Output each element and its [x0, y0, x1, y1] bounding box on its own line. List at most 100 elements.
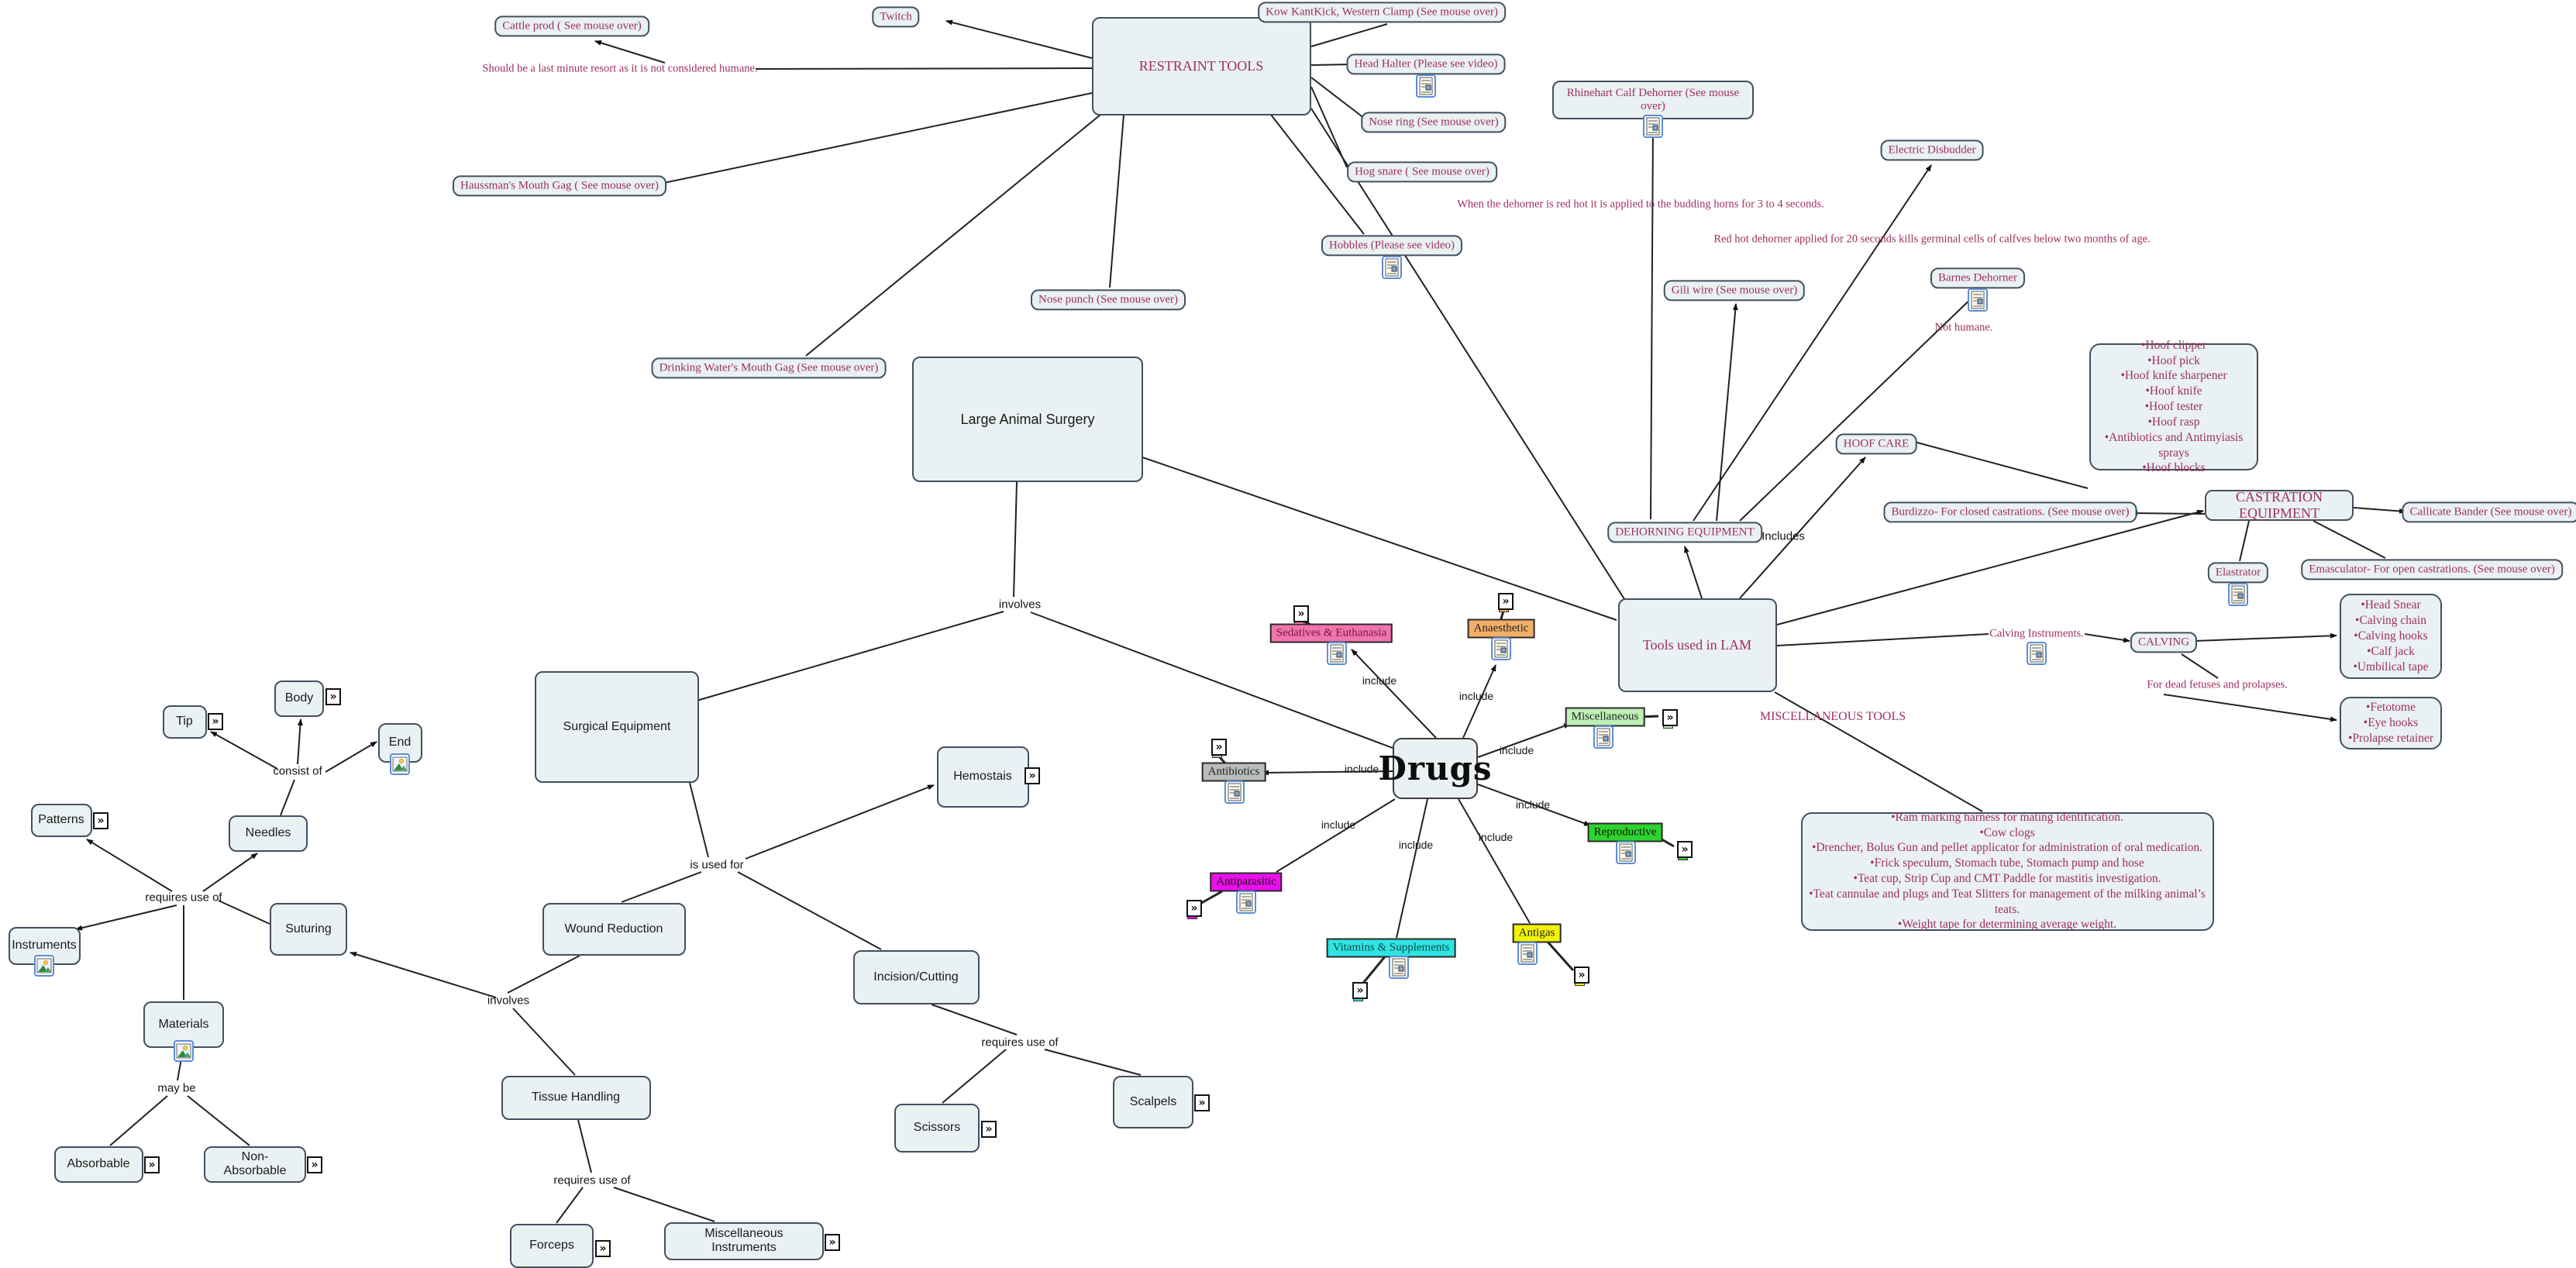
node-electric-disbudder[interactable]: Electric Disbudder [1880, 140, 1984, 161]
node-hemostais[interactable]: Hemostais [936, 746, 1029, 808]
node-incision-cutting[interactable]: Incision/Cutting [852, 950, 980, 1004]
reproductive-resource-icon[interactable] [1616, 841, 1636, 864]
node-body[interactable]: Body [274, 680, 324, 717]
node-tip[interactable]: Tip [162, 705, 207, 739]
node-note-red-hot[interactable]: Red hot dehorner applied for 20 seconds … [1713, 233, 2151, 246]
sedatives-resource-icon[interactable] [1327, 642, 1347, 665]
node-kow-kantkick[interactable]: Kow KantKick, Western Clamp (See mouse o… [1258, 2, 1506, 23]
barnes-resource-icon[interactable] [1968, 288, 1988, 312]
node-include-reproductive[interactable]: include [1515, 798, 1551, 811]
reproductive-flag-icon[interactable]: » [1672, 839, 1693, 862]
node-include-miscellaneous[interactable]: include [1499, 744, 1534, 756]
node-suturing[interactable]: Suturing [270, 903, 347, 956]
node-note-dead-fetuses[interactable]: For dead fetuses and prolapses. [2147, 678, 2288, 691]
absorbable-more-icon[interactable]: » [144, 1156, 160, 1173]
node-requires-tissue[interactable]: requires use of [553, 1173, 631, 1187]
instruments-image-icon[interactable] [34, 955, 54, 977]
node-includes[interactable]: Includes [1762, 529, 1805, 543]
node-misc-list[interactable]: •Ram marking harness for mating identifi… [1800, 811, 2214, 931]
node-note-not-humane[interactable]: Not humane. [1934, 321, 1993, 334]
node-anaesthetic[interactable]: Anaesthetic [1467, 618, 1535, 639]
node-cattle-prod[interactable]: Cattle prod ( See mouse over) [494, 16, 649, 37]
body-more-icon[interactable]: » [325, 688, 341, 705]
node-requires-suturing[interactable]: requires use of [145, 891, 222, 904]
miscellaneous-resource-icon[interactable] [1593, 725, 1613, 749]
node-patterns[interactable]: Patterns [30, 803, 92, 837]
node-include-antibiotics[interactable]: include [1344, 763, 1379, 775]
vitamins-resource-icon[interactable] [1389, 956, 1409, 979]
tip-more-icon[interactable]: » [208, 713, 223, 730]
node-burdizzo[interactable]: Burdizzo- For closed castrations. (See m… [1883, 501, 2137, 523]
miscellaneous-flag-icon[interactable]: » [1657, 707, 1679, 730]
node-note-last-minute[interactable]: Should be a last minute resort as it is … [482, 62, 758, 75]
node-misc-instruments[interactable]: Miscellaneous Instruments [664, 1221, 824, 1260]
node-requires-incision[interactable]: requires use of [981, 1035, 1059, 1049]
antigas-flag-icon[interactable]: » [1569, 964, 1590, 987]
node-non-absorbable[interactable]: Non-Absorbable [204, 1146, 306, 1183]
node-note-when-dehorner[interactable]: When the dehorner is red hot it is appli… [1457, 198, 1824, 211]
anaesthetic-flag-icon[interactable]: » [1493, 591, 1514, 614]
non-absorbable-more-icon[interactable]: » [307, 1156, 322, 1173]
node-may-be[interactable]: may be [157, 1081, 196, 1095]
node-tissue-handling[interactable]: Tissue Handling [501, 1075, 651, 1120]
antibiotics-flag-icon[interactable]: » [1206, 736, 1228, 760]
vitamins-flag-icon[interactable]: » [1347, 980, 1369, 1003]
node-misc-tools-label[interactable]: MISCELLANEOUS TOOLS [1759, 710, 1906, 723]
node-drinking-water-gag[interactable]: Drinking Water's Mouth Gag (See mouse ov… [651, 357, 887, 379]
node-gili-wire[interactable]: Gili wire (See mouse over) [1663, 280, 1806, 301]
node-scalpels[interactable]: Scalpels [1113, 1076, 1193, 1128]
hobbles-resource-icon[interactable] [1382, 256, 1402, 279]
scalpels-more-icon[interactable]: » [1194, 1094, 1210, 1111]
node-head-halter[interactable]: Head Halter (Please see video) [1346, 53, 1506, 75]
node-elastrator[interactable]: Elastrator [2207, 562, 2269, 584]
node-large-animal-surgery[interactable]: Large Animal Surgery [912, 357, 1143, 482]
node-fetotome-list[interactable]: •Fetotome •Eye hooks •Prolapse retainer [2340, 697, 2442, 749]
node-include-antigas[interactable]: include [1478, 831, 1514, 843]
node-restraint-tools[interactable]: RESTRAINT TOOLS [1091, 16, 1311, 115]
node-include-anaesthetic[interactable]: include [1458, 690, 1494, 702]
node-include-vitamins[interactable]: include [1398, 839, 1434, 851]
node-miscellaneous-drugs[interactable]: Miscellaneous [1565, 707, 1645, 727]
node-forceps[interactable]: Forceps [510, 1223, 594, 1268]
antiparasitic-resource-icon[interactable] [1236, 891, 1256, 914]
node-involves-main[interactable]: involves [998, 598, 1042, 612]
antigas-resource-icon[interactable] [1517, 942, 1538, 965]
node-dehorning-equipment[interactable]: DEHORNING EQUIPMENT [1607, 522, 1762, 543]
node-barnes-dehorner[interactable]: Barnes Dehorner [1930, 267, 2026, 289]
node-vitamins-supplements[interactable]: Vitamins & Supplements [1326, 938, 1456, 958]
antiparasitic-flag-icon[interactable]: » [1181, 898, 1203, 921]
materials-image-icon[interactable] [174, 1040, 194, 1062]
misc-instruments-more-icon[interactable]: » [825, 1234, 840, 1251]
node-twitch[interactable]: Twitch [872, 6, 920, 28]
node-sedatives-euthanasia[interactable]: Sedatives & Euthanasia [1269, 623, 1393, 643]
antibiotics-resource-icon[interactable] [1224, 780, 1245, 804]
node-emasculator[interactable]: Emasculator- For open castrations. (See … [2301, 559, 2563, 581]
node-nose-punch[interactable]: Nose punch (See mouse over) [1031, 289, 1186, 311]
end-image-icon[interactable] [390, 753, 410, 775]
node-antigas[interactable]: Antigas [1512, 923, 1562, 943]
node-callicate-bander[interactable]: Callicate Bander (See mouse over) [2402, 501, 2576, 523]
node-scissors[interactable]: Scissors [894, 1103, 980, 1153]
node-castration-equipment[interactable]: CASTRATION EQUIPMENT [2205, 489, 2354, 521]
sedatives-flag-icon[interactable]: » [1288, 603, 1310, 626]
node-involves-wound[interactable]: involves [487, 994, 530, 1008]
node-haussmans-gag[interactable]: Haussman's Mouth Gag ( See mouse over) [453, 175, 666, 197]
node-calving-instruments[interactable]: Calving Instruments. [1989, 627, 2084, 640]
node-rhinehart[interactable]: Rhinehart Calf Dehorner (See mouse over) [1552, 81, 1754, 119]
node-nose-ring[interactable]: Nose ring (See mouse over) [1361, 112, 1507, 133]
node-head-snear-list[interactable]: •Head Snear •Calving chain •Calving hook… [2340, 594, 2442, 679]
hemostais-more-icon[interactable]: » [1025, 767, 1040, 784]
node-calving[interactable]: CALVING [2130, 632, 2198, 653]
node-hoof-care[interactable]: HOOF CARE [1835, 433, 1917, 455]
node-tools-used-in-lam[interactable]: Tools used in LAM [1617, 598, 1777, 692]
scissors-more-icon[interactable]: » [981, 1121, 997, 1138]
node-needles[interactable]: Needles [229, 815, 308, 852]
node-wound-reduction[interactable]: Wound Reduction [542, 903, 686, 956]
elastrator-resource-icon[interactable] [2228, 583, 2248, 606]
node-antiparasitic[interactable]: Antiparasitic [1210, 872, 1283, 892]
node-antibiotics[interactable]: Antibiotics [1201, 762, 1266, 782]
node-absorbable[interactable]: Absorbable [53, 1146, 143, 1183]
node-is-used-for[interactable]: is used for [690, 858, 744, 872]
node-reproductive[interactable]: Reproductive [1587, 822, 1663, 842]
node-consist-of[interactable]: consist of [273, 764, 322, 778]
